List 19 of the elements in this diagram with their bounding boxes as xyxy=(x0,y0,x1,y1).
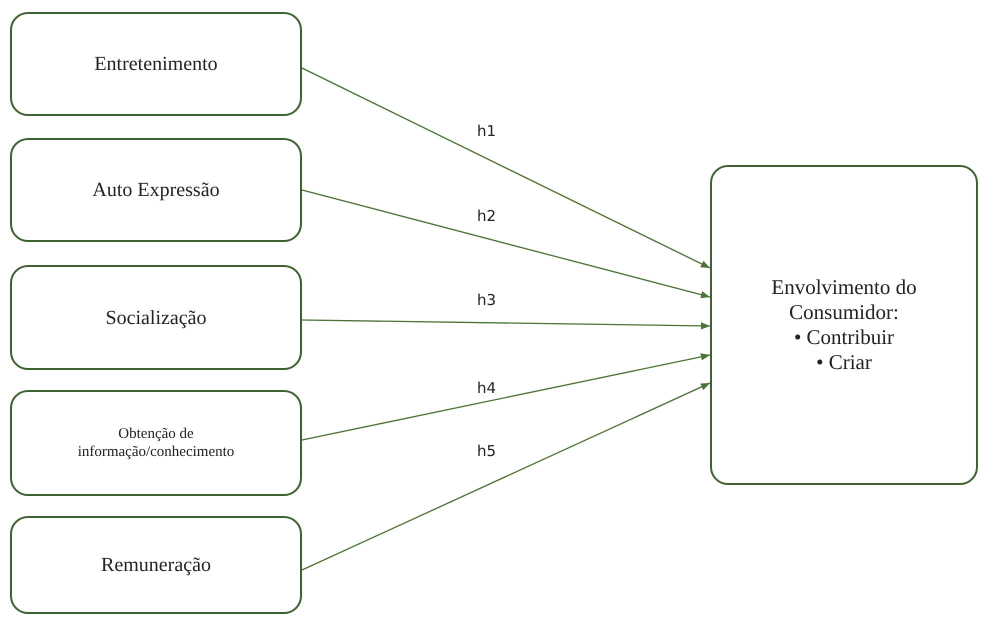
arrow xyxy=(302,319,710,330)
list-item: • Contribuir xyxy=(794,325,894,350)
box-label: Socialização xyxy=(105,306,207,330)
box-label: Entretenimento xyxy=(94,52,218,76)
arrow xyxy=(302,382,710,571)
arrow xyxy=(302,67,710,269)
arrow xyxy=(302,353,710,441)
factor-box xyxy=(10,516,302,614)
factor-box xyxy=(10,390,302,496)
box-label: Obtenção de informação/conhecimento xyxy=(76,425,236,461)
box-label: Envolvimento do Consumidor: xyxy=(770,274,918,325)
factor-box xyxy=(10,265,302,370)
factor-box xyxy=(10,12,302,116)
factor-box xyxy=(710,165,978,485)
box-label: Auto Expressão xyxy=(92,178,220,202)
list-item: • Criar xyxy=(816,350,872,376)
box-label: Remuneração xyxy=(101,553,211,577)
factor-box xyxy=(10,138,302,242)
arrow xyxy=(302,189,710,298)
